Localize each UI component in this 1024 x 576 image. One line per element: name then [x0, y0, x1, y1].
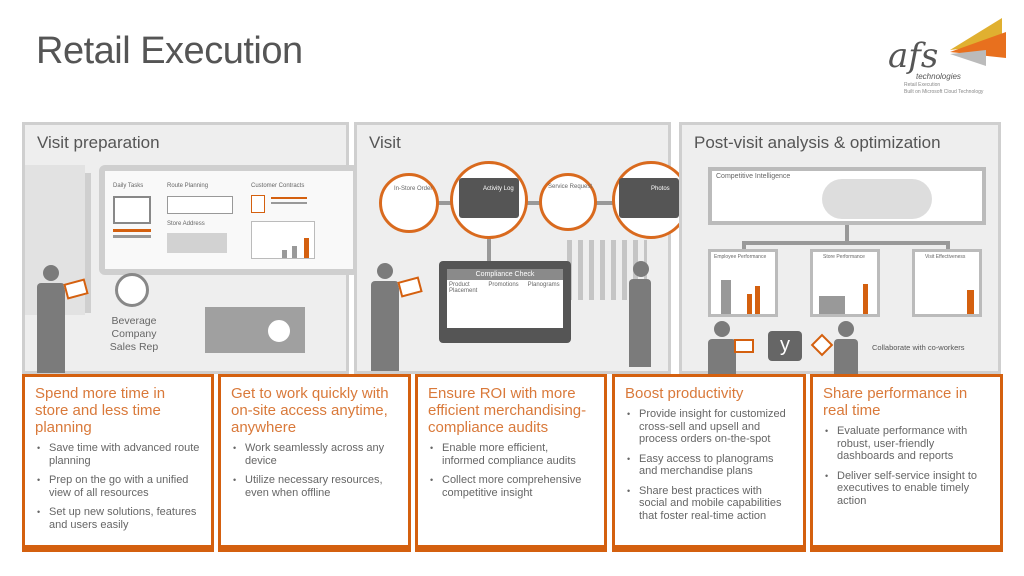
route-map-icon — [167, 196, 233, 214]
benefit-box: Boost productivity Provide insight for c… — [612, 374, 806, 552]
compliance-check-screen: Compliance Check Product Placement Promo… — [439, 261, 571, 343]
panel-visit-preparation: Visit preparation Daily Tasks Route Plan… — [22, 122, 359, 374]
collaborate-caption: Collaborate with co-workers — [872, 343, 965, 352]
delivery-truck-icon — [205, 307, 305, 353]
visit-effectiveness-card[interactable]: Visit Effectiveness — [912, 249, 982, 317]
panel-title: Visit preparation — [37, 133, 160, 152]
document-icon — [251, 195, 265, 213]
planning-screen: Daily Tasks Route Planning Store Address… — [99, 165, 359, 275]
logo-flag-icon — [950, 18, 1006, 66]
world-map-icon — [822, 179, 932, 219]
panel-visit: Visit In-Store Order Activity Log Servic… — [354, 122, 690, 374]
page-title: Retail Execution — [36, 30, 303, 72]
panel-post-visit: Post-visit analysis & optimization Compe… — [679, 122, 1001, 379]
tablet-icon — [810, 333, 834, 357]
activity-log-circle[interactable]: Activity Log — [450, 161, 528, 239]
chart-icon — [251, 221, 315, 259]
competitive-intelligence-screen: Competitive Intelligence — [708, 167, 986, 225]
benefit-box: Spend more time in store and less time p… — [22, 374, 214, 552]
service-request-circle[interactable]: Service Request — [539, 173, 597, 231]
panel-title: Visit — [369, 133, 401, 152]
calendar-icon — [113, 196, 151, 224]
in-store-order-circle[interactable]: In-Store Order — [379, 173, 439, 233]
panel-title: Post-visit analysis & optimization — [694, 133, 941, 152]
bottle-icon — [115, 273, 149, 307]
photos-circle[interactable]: Photos — [612, 161, 690, 239]
benefit-box: Ensure ROI with more efficient merchandi… — [415, 374, 607, 552]
benefit-box: Get to work quickly with on-site access … — [218, 374, 411, 552]
benefit-box: Share performance in real time Evaluate … — [810, 374, 1003, 552]
yammer-icon[interactable]: y — [768, 331, 802, 361]
store-performance-card[interactable]: Store Performance — [810, 249, 880, 317]
employee-performance-card[interactable]: Employee Performance — [708, 249, 778, 317]
